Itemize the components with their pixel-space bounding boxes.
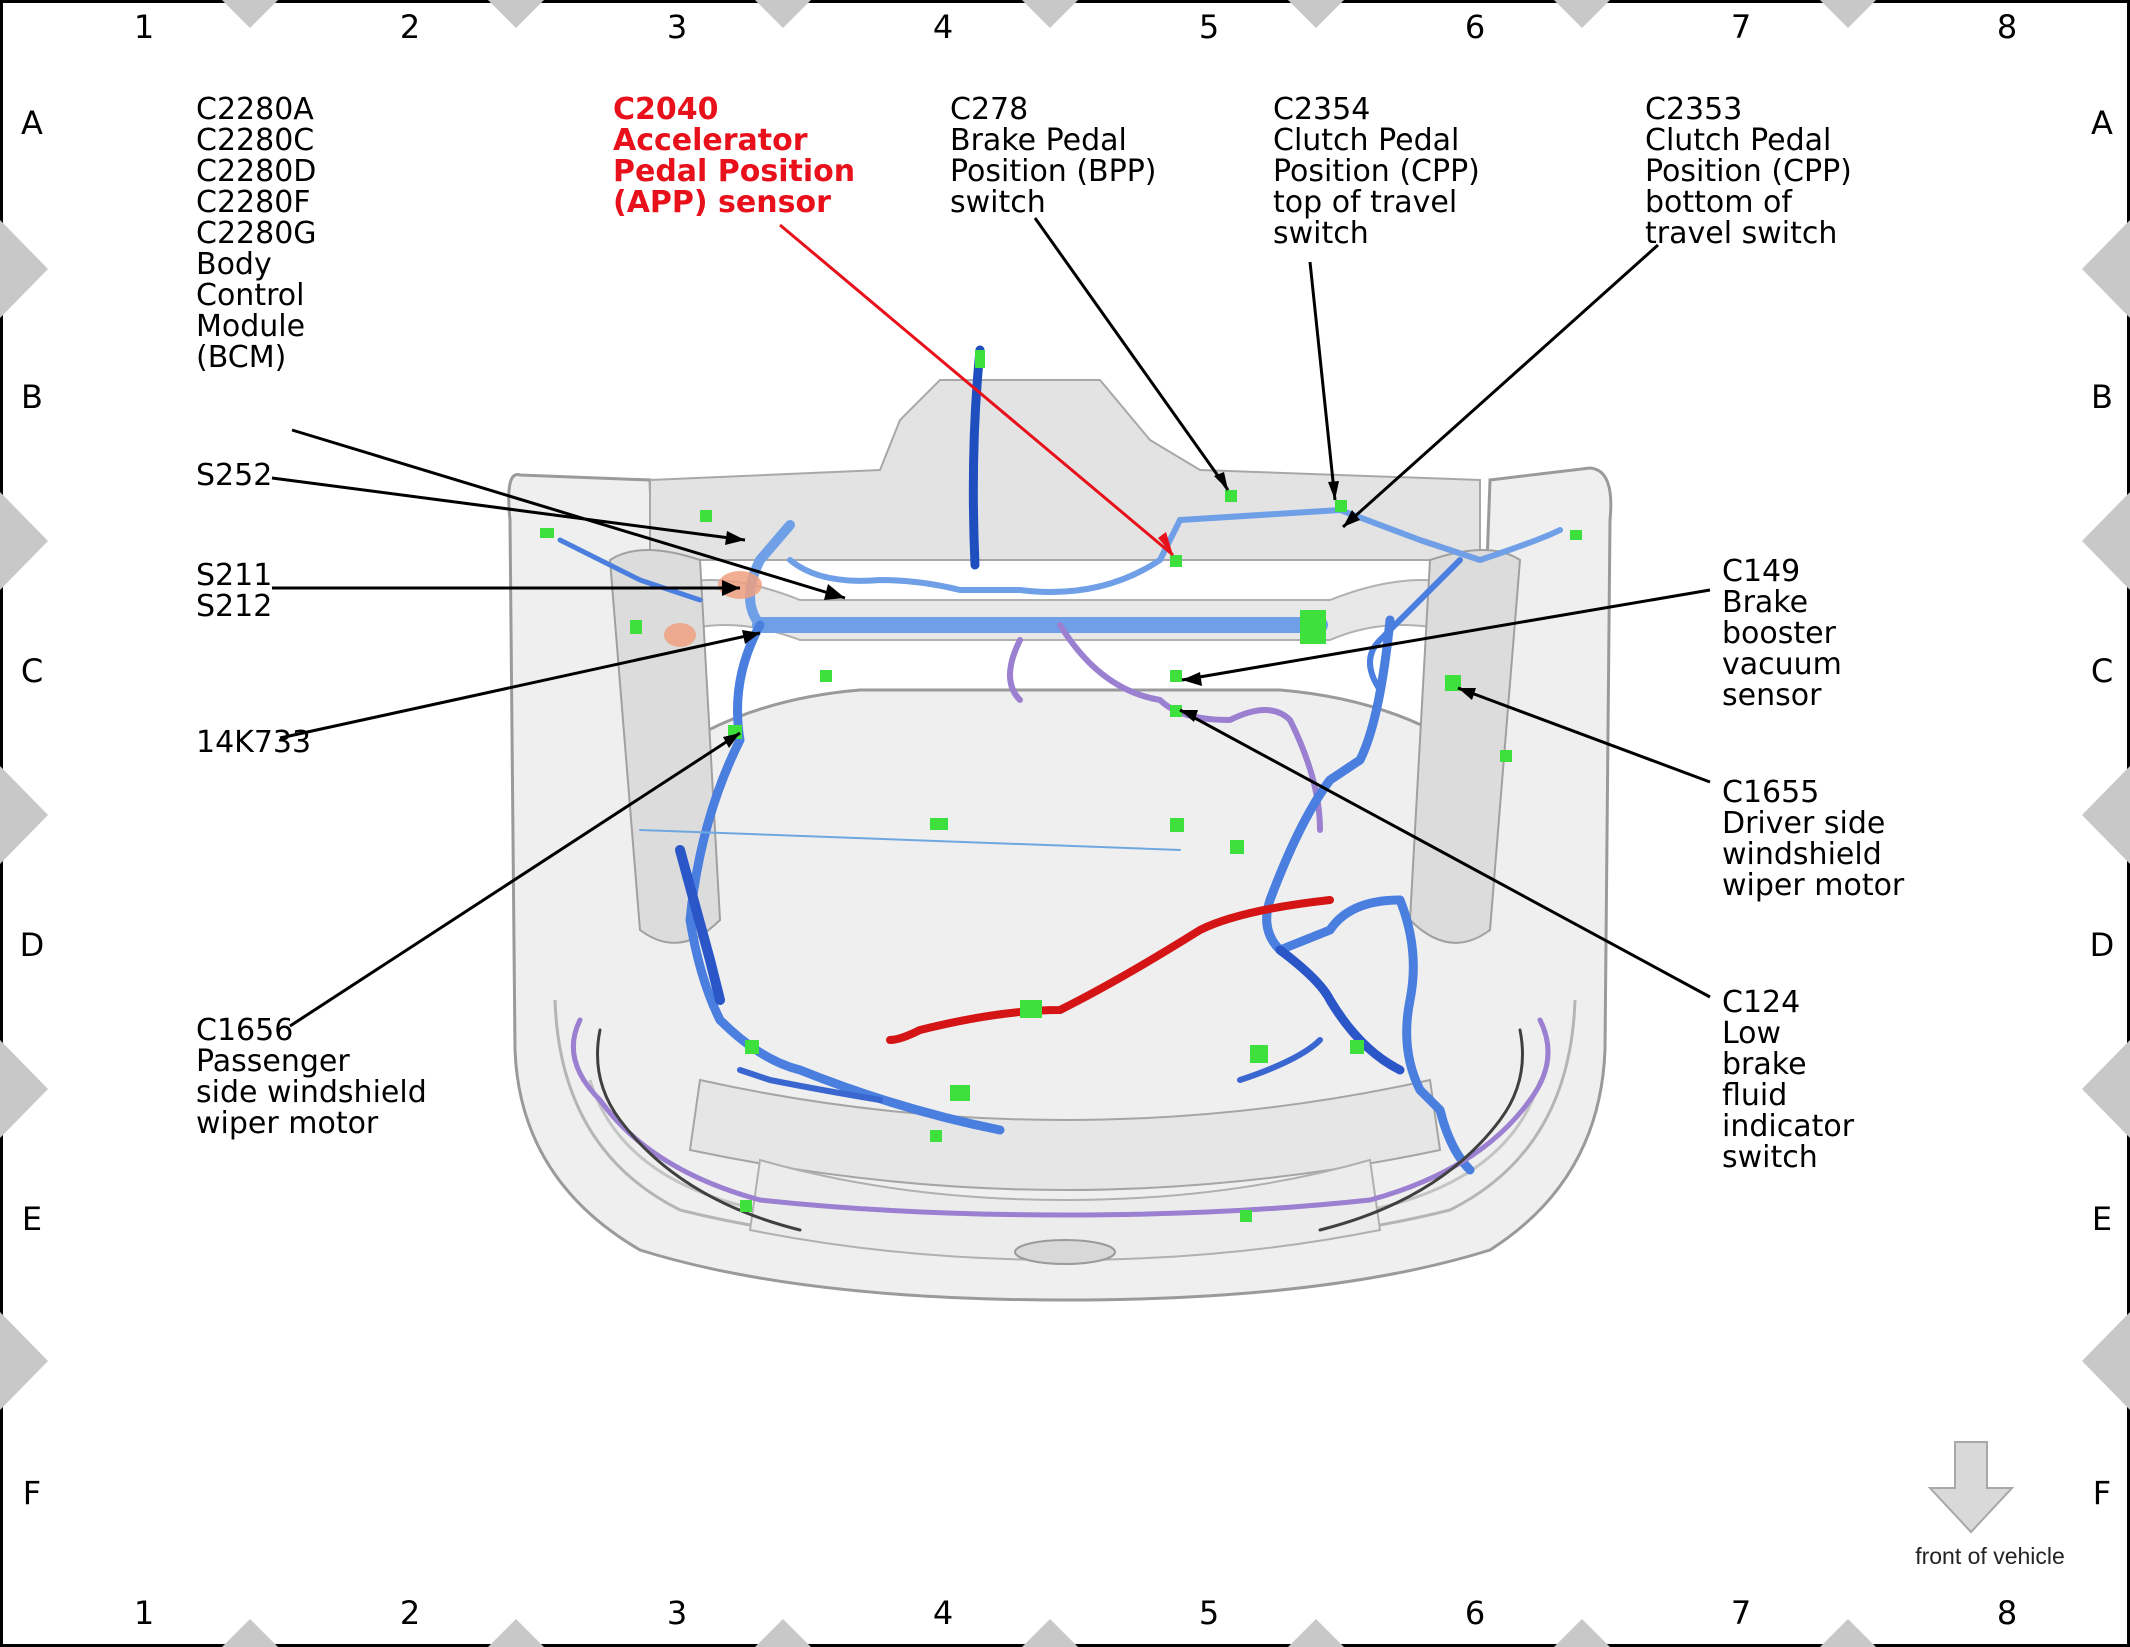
callout-s211-s212: S211 S212 xyxy=(196,558,273,624)
down-arrow-icon xyxy=(1927,1441,2015,1534)
grid-col-label-top: 6 xyxy=(1464,8,1486,46)
callout-c1656: C1656 Passenger side windshield wiper mo… xyxy=(196,1013,427,1141)
grid-col-label-bottom: 7 xyxy=(1730,1594,1752,1632)
grid-row-label-left: D xyxy=(19,926,45,964)
grid-col-label-bottom: 8 xyxy=(1996,1594,2018,1632)
vehicle-body xyxy=(507,379,1613,1302)
grid-row-label-right: B xyxy=(2091,378,2113,416)
callout-14k733: 14K733 xyxy=(196,725,312,760)
arrowheads xyxy=(722,472,1476,748)
callout-s252: S252 xyxy=(196,458,273,493)
grid-col-label-bottom: 1 xyxy=(133,1594,155,1632)
grid-row-label-right: C xyxy=(2090,652,2114,690)
highlight-leader xyxy=(779,223,1174,557)
grid-col-label-bottom: 5 xyxy=(1198,1594,1220,1632)
callout-c149: C149 Brake booster vacuum sensor xyxy=(1722,554,1842,713)
grid-row-label-right: E xyxy=(2091,1200,2113,1238)
grid-col-label-top: 8 xyxy=(1996,8,2018,46)
grid-col-label-top: 1 xyxy=(133,8,155,46)
grid-col-label-bottom: 4 xyxy=(932,1594,954,1632)
grid-col-label-bottom: 3 xyxy=(666,1594,688,1632)
grid-row-label-left: B xyxy=(21,378,43,416)
grid-row-label-left: A xyxy=(21,104,43,142)
highlight-arrowhead xyxy=(1158,532,1173,555)
callout-cpp-bottom: C2353 Clutch Pedal Position (CPP) bottom… xyxy=(1645,92,1852,251)
callout-bpp-switch: C278 Brake Pedal Position (BPP) switch xyxy=(950,92,1157,220)
grid-col-label-top: 3 xyxy=(666,8,688,46)
front-of-vehicle-label: front of vehicle xyxy=(1915,1543,2065,1569)
grid-col-label-top: 7 xyxy=(1730,8,1752,46)
grid-col-label-top: 2 xyxy=(399,8,421,46)
grid-row-label-left: F xyxy=(22,1474,42,1512)
leader-lines xyxy=(271,217,1711,1028)
wiring-harness xyxy=(557,345,1563,1232)
grid-row-label-right: A xyxy=(2091,104,2113,142)
callout-cpp-top: C2354 Clutch Pedal Position (CPP) top of… xyxy=(1273,92,1480,251)
callout-c1655: C1655 Driver side windshield wiper motor xyxy=(1722,775,1905,903)
grid-col-label-top: 4 xyxy=(932,8,954,46)
grid-row-label-right: F xyxy=(2092,1474,2112,1512)
grid-col-label-bottom: 2 xyxy=(399,1594,421,1632)
grid-row-label-right: D xyxy=(2089,926,2115,964)
callout-c124: C124 Low brake fluid indicator switch xyxy=(1722,985,1855,1175)
grid-col-label-bottom: 6 xyxy=(1464,1594,1486,1632)
grid-row-label-left: C xyxy=(20,652,44,690)
grid-row-label-left: E xyxy=(21,1200,43,1238)
grid-col-label-top: 5 xyxy=(1198,8,1220,46)
connectors xyxy=(540,350,1582,1222)
callout-app-sensor: C2040 Accelerator Pedal Position (APP) s… xyxy=(613,92,856,220)
callout-bcm: C2280A C2280C C2280D C2280F C2280G Body … xyxy=(196,92,317,375)
